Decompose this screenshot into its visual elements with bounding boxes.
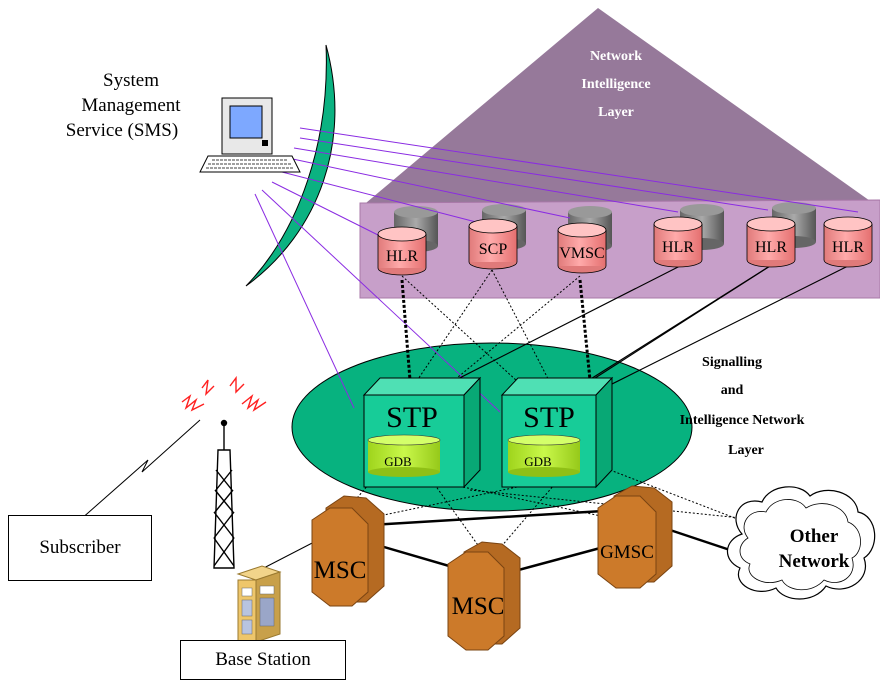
database-cylinder-3: VMSC [557,222,607,274]
radio-waves-icon [181,375,267,412]
other-network-cloud [726,486,876,600]
base-station-box: Base Station [180,640,346,680]
sinl-line2: and [721,383,744,398]
msc-node-1 [311,495,385,607]
database-label-6: HLR [832,239,864,256]
msc-label-2: MSC [452,593,505,620]
antenna-tower-icon [213,419,235,569]
database-cylinders: HLR SCP VMSC HLR HLR HLR [377,216,873,276]
stp-label-2: STP [523,401,575,434]
radio-links [79,419,319,573]
database-cylinder-1: HLR [377,226,427,276]
database-label-1: HLR [386,248,418,265]
stp-box-2 [500,376,614,489]
base-station-icon [236,565,282,643]
sinl-line3: Intelligence Network [680,413,805,428]
sinl-line1: Signalling [702,355,762,370]
switch-links [359,508,731,577]
gmsc-node [597,485,673,589]
other-network-line2: Network [779,551,850,572]
gdb-label-1: GDB [384,454,412,469]
nil-line2: Intelligence [581,77,650,92]
gdb-label-2: GDB [524,454,552,469]
sms-panel [245,44,336,287]
database-cylinder-6: HLR [823,216,873,268]
database-label-4: HLR [662,239,694,256]
database-cylinder-2: SCP [468,218,518,270]
sms-title-line1: System [103,70,159,91]
stp-label-1: STP [386,401,438,434]
msc-label-1: MSC [314,557,367,584]
network-intelligence-triangle [360,8,880,208]
nil-line3: Layer [598,105,634,120]
sms-title-line2: Management [81,95,181,116]
stp-box-1 [362,376,482,489]
database-label-5: HLR [755,239,787,256]
hlr-stp-links [431,263,853,393]
msc-node-2 [447,541,521,651]
database-label-2: SCP [479,241,508,258]
heavy-dotted-links [400,279,592,381]
sinl-line4: Layer [728,443,764,458]
database-label-3: VMSC [559,245,604,262]
subscriber-box: Subscriber [8,515,152,581]
computer-icon [199,97,301,173]
nil-line1: Network [590,49,642,64]
database-cylinder-5: HLR [746,216,796,268]
sms-links [254,127,859,413]
sms-title-line3: Service (SMS) [66,120,178,141]
gmsc-label: GMSC [600,542,654,563]
database-cylinder-4: HLR [653,216,703,268]
other-network-line1: Other [790,526,839,547]
